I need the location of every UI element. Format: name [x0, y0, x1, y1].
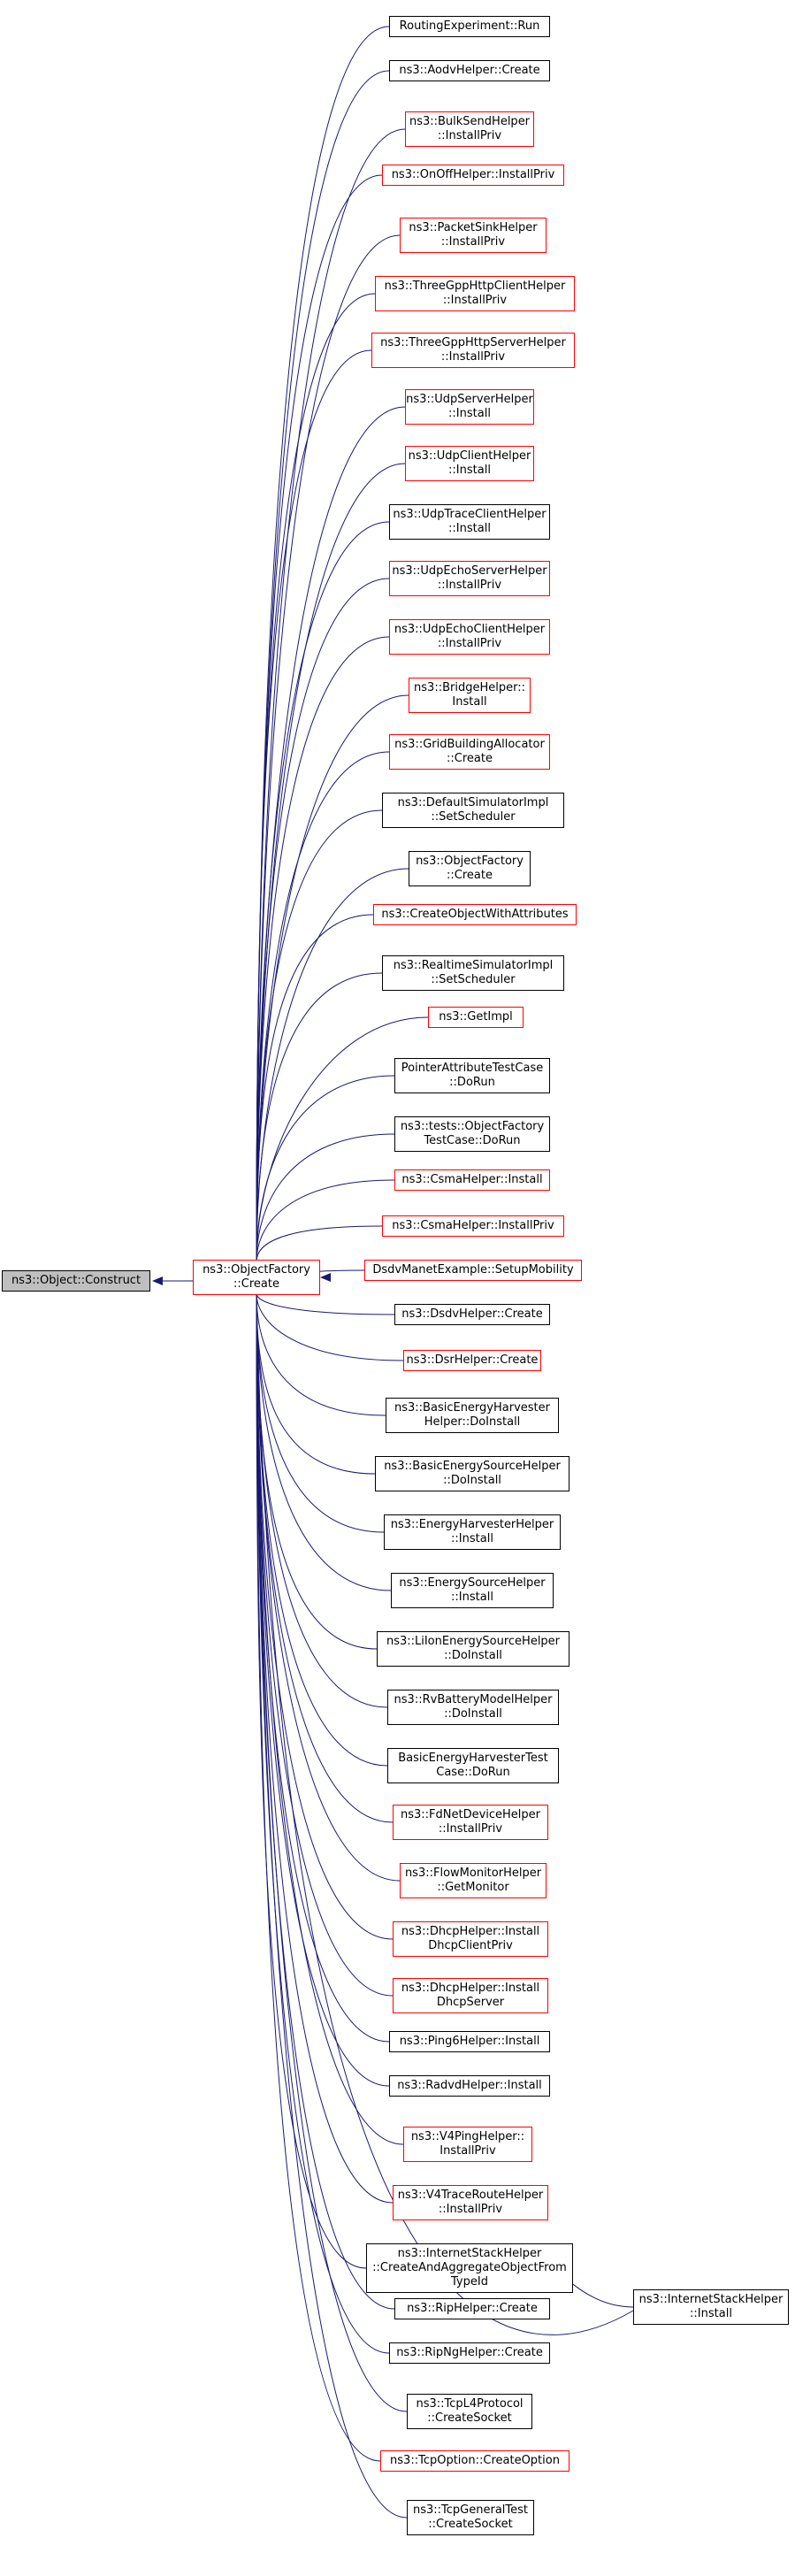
caller-node[interactable]: ns3::BulkSendHelper ::InstallPriv — [405, 111, 534, 147]
caller-node[interactable]: ns3::UdpTraceClientHelper ::Install — [389, 504, 550, 540]
caller-node[interactable]: ns3::DhcpHelper::Install DhcpClientPriv — [393, 1921, 548, 1957]
caller-node[interactable]: ns3::UdpServerHelper ::Install — [405, 389, 534, 425]
caller-node[interactable]: ns3::ThreeGppHttpServerHelper ::InstallP… — [371, 333, 575, 368]
call-edge — [256, 234, 401, 1262]
call-edge — [256, 1292, 388, 1708]
call-edge — [256, 1292, 394, 1997]
call-edge — [256, 751, 390, 1262]
caller-node[interactable]: ns3::TcpGeneralTest ::CreateSocket — [407, 2500, 534, 2535]
call-edge — [256, 1292, 401, 1882]
call-edge — [256, 1292, 404, 2145]
call-edge — [256, 1294, 634, 2335]
call-edge — [256, 1292, 381, 2462]
caller-node[interactable]: ns3::CsmaHelper::InstallPriv — [382, 1215, 564, 1237]
node-objectfactory-create[interactable]: ns3::ObjectFactory ::Create — [193, 1260, 320, 1295]
caller-node[interactable]: ns3::InternetStackHelper ::CreateAndAggr… — [366, 2243, 573, 2293]
call-edge — [256, 1292, 376, 1475]
caller-node[interactable]: ns3::RipNgHelper::Create — [389, 2342, 550, 2364]
caller-node[interactable]: ns3::CsmaHelper::Install — [394, 1169, 550, 1191]
edge-arrowhead — [320, 1273, 331, 1282]
caller-node[interactable]: ns3::PacketSinkHelper ::InstallPriv — [400, 218, 547, 253]
caller-node[interactable]: ns3::DsrHelper::Create — [403, 1350, 541, 1371]
call-edge — [256, 1292, 386, 1416]
call-edge — [256, 868, 409, 1262]
call-edge — [256, 578, 390, 1262]
caller-node[interactable]: DsdvManetExample::SetupMobility — [364, 1260, 582, 1281]
caller-node[interactable]: ns3::OnOffHelper::InstallPriv — [382, 165, 564, 186]
call-edge — [256, 636, 390, 1262]
call-edge — [256, 1133, 395, 1262]
caller-node[interactable]: ns3::Ping6Helper::Install — [389, 2031, 550, 2052]
call-edge — [256, 1292, 395, 1315]
caller-node[interactable]: ns3::DhcpHelper::Install DhcpServer — [393, 1978, 548, 2013]
call-edge — [256, 1292, 378, 1650]
caller-node[interactable]: ns3::DefaultSimulatorImpl ::SetScheduler — [382, 793, 564, 828]
caller-node[interactable]: ns3::RealtimeSimulatorImpl ::SetSchedule… — [382, 955, 564, 991]
caller-node[interactable]: ns3::ObjectFactory ::Create — [409, 851, 531, 886]
call-edge — [256, 1292, 408, 2412]
caller-node[interactable]: ns3::EnergyHarvesterHelper ::Install — [384, 1514, 561, 1550]
caller-node[interactable]: ns3::AodvHelper::Create — [389, 60, 550, 81]
call-edge — [256, 1292, 408, 2518]
call-edge — [256, 1179, 395, 1262]
caller-node[interactable]: ns3::GetImpl — [428, 1007, 524, 1028]
call-edge — [256, 1292, 390, 2087]
caller-node[interactable]: ns3::ThreeGppHttpClientHelper ::InstallP… — [375, 276, 575, 311]
caller-node[interactable]: PointerAttributeTestCase ::DoRun — [394, 1058, 550, 1093]
caller-node[interactable]: ns3::FlowMonitorHelper ::GetMonitor — [400, 1863, 547, 1898]
caller-node[interactable]: ns3::TcpL4Protocol ::CreateSocket — [407, 2394, 532, 2429]
node-internetstackhelper-install[interactable]: ns3::InternetStackHelper ::Install — [633, 2289, 789, 2325]
caller-node[interactable]: ns3::BasicEnergyHarvester Helper::DoInst… — [386, 1398, 559, 1433]
caller-node[interactable]: ns3::RvBatteryModelHelper ::DoInstall — [387, 1690, 559, 1725]
caller-node[interactable]: ns3::RadvdHelper::Install — [389, 2075, 550, 2097]
caller-node[interactable]: BasicEnergyHarvesterTest Case::DoRun — [387, 1748, 559, 1783]
node-object-construct[interactable]: ns3::Object::Construct — [2, 1270, 150, 1292]
caller-node[interactable]: ns3::UdpEchoServerHelper ::InstallPriv — [389, 561, 550, 596]
caller-node[interactable]: ns3::BasicEnergySourceHelper ::DoInstall — [375, 1456, 569, 1491]
caller-node[interactable]: ns3::V4TraceRouteHelper ::InstallPriv — [393, 2185, 548, 2220]
caller-node[interactable]: ns3::LiIonEnergySourceHelper ::DoInstall — [377, 1631, 569, 1667]
caller-node[interactable]: ns3::tests::ObjectFactory TestCase::DoRu… — [394, 1116, 550, 1152]
caller-node[interactable]: ns3::BridgeHelper:: Install — [409, 678, 531, 713]
caller-node[interactable]: ns3::V4PingHelper:: InstallPriv — [403, 2127, 532, 2162]
call-edge — [256, 914, 374, 1262]
caller-node[interactable]: ns3::DsdvHelper::Create — [394, 1304, 550, 1325]
caller-node[interactable]: ns3::GridBuildingAllocator ::Create — [389, 734, 550, 770]
call-edge — [256, 1225, 383, 1262]
edge-arrowhead — [152, 1276, 163, 1285]
caller-node[interactable]: ns3::RipHelper::Create — [394, 2298, 550, 2319]
caller-node[interactable]: ns3::FdNetDeviceHelper ::InstallPriv — [393, 1805, 548, 1840]
call-edge — [256, 1292, 404, 1361]
call-edge — [256, 1075, 395, 1262]
call-edge — [256, 293, 376, 1262]
caller-node[interactable]: ns3::UdpEchoClientHelper ::InstallPriv — [389, 619, 550, 655]
call-edge — [256, 349, 372, 1262]
call-edge — [256, 972, 383, 1262]
caller-node[interactable]: RoutingExperiment::Run — [389, 16, 550, 37]
caller-node[interactable]: ns3::EnergySourceHelper ::Install — [391, 1573, 554, 1608]
caller-node[interactable]: ns3::CreateObjectWithAttributes — [373, 904, 577, 925]
caller-node[interactable]: ns3::UdpClientHelper ::Install — [405, 446, 534, 481]
caller-node[interactable]: ns3::TcpOption::CreateOption — [380, 2450, 569, 2472]
